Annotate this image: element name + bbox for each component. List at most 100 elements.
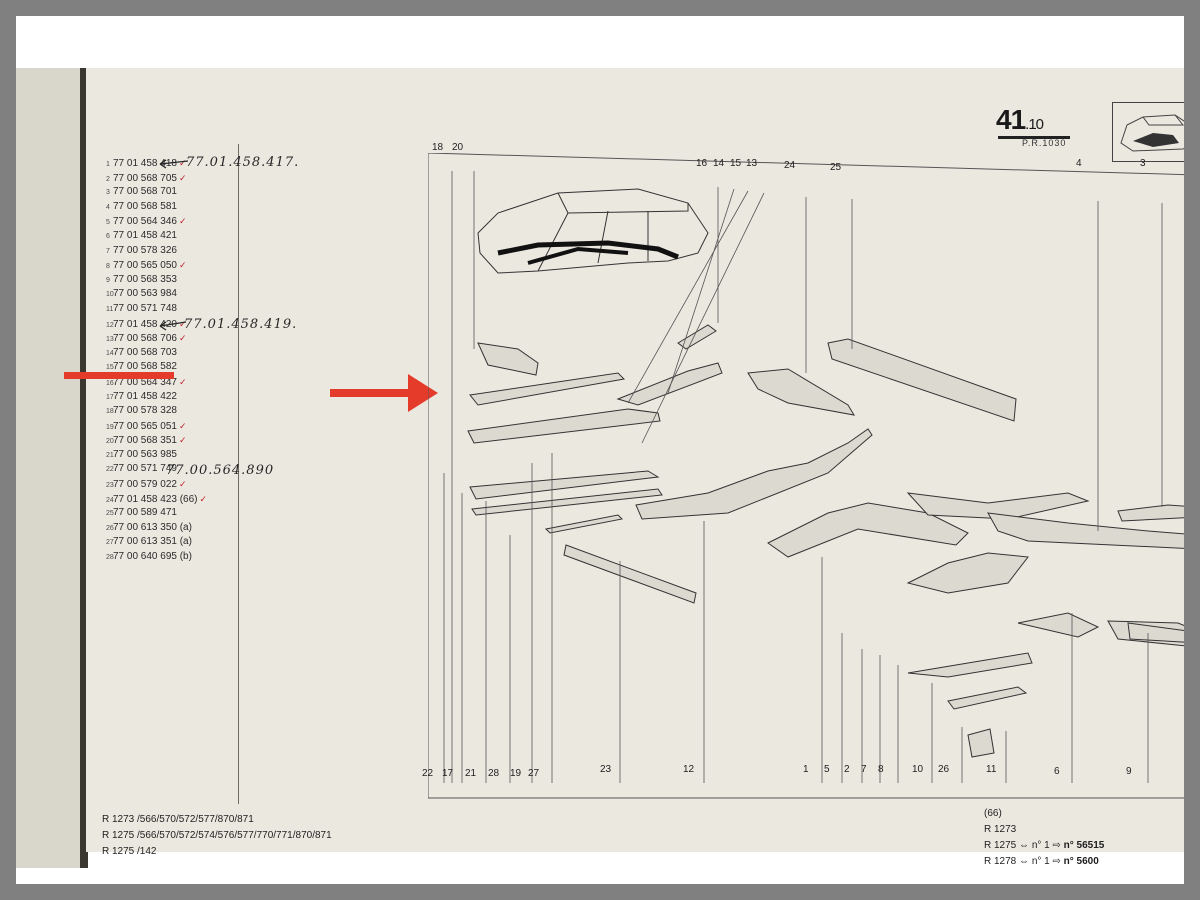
callout-10: 10 [912,764,924,775]
footer-left-table: R 1273 /566/570/572/577/870/871 R 1275 /… [102,812,332,860]
part-index: 14 [106,349,114,357]
callout-5: 5 [824,764,830,775]
part-index: 4 [106,203,110,211]
part-index: 25 [106,510,114,518]
callout-23: 23 [600,764,612,775]
check-mark-icon: ✓ [178,333,187,344]
callout-20: 20 [452,142,464,153]
check-mark-icon: ✓ [178,479,187,490]
part-number: 77 00 568 351 [113,435,177,447]
check-mark-icon: ✓ [178,420,187,431]
spine-edge [80,68,88,868]
part-index: 5 [106,219,110,227]
part-index: 16 [106,379,114,387]
handwritten-arrows [159,159,189,331]
check-mark-icon: ✓ [178,376,187,387]
part-number: 77 00 613 350 (a) [113,521,192,533]
part-index: 12 [106,321,114,329]
part-number: 77 00 568 582 [113,361,177,373]
parts-list-row: 2377 00 579 022✓ [106,477,246,492]
callout-12: 12 [683,764,695,775]
part-number: 77 01 458 422 [113,390,177,402]
part-number: 77 00 568 706 [113,333,177,345]
callout-13: 13 [746,158,758,169]
part-index: 3 [106,189,110,197]
part-number: 77 00 568 703 [113,346,177,358]
parts-list-row: 2577 00 589 471 [106,506,246,521]
part-number: 77 00 564 347 [113,376,177,388]
catalog-page [86,68,1184,852]
handwritten-note-3: 77.00.564.890 [166,463,275,478]
part-index: 20 [106,438,114,446]
parts-list-row: 2777 00 613 351 (a) [106,535,246,550]
footer-left-row: R 1275 /142 [102,846,157,857]
parts-list-row: 1477 00 568 703 [106,346,246,361]
part-index: 18 [106,408,114,416]
check-mark-icon: ✓ [178,260,187,271]
check-mark-icon: ✓ [199,493,208,504]
part-number: 77 00 579 022 [113,479,177,491]
part-index: 27 [106,539,114,547]
part-number: 77 00 568 705 [113,172,177,184]
red-arrow-icon [330,374,438,412]
parts-list-row: 2077 00 568 351✓ [106,433,246,448]
car-body-illustration [477,188,709,274]
parts-list-row: 2477 01 458 423 (66)✓ [106,492,246,507]
parts-list-row: 1277 01 458 420✓ [106,317,246,332]
part-number: 77 00 568 353 [113,273,177,285]
part-number: 77 00 613 351 (a) [113,536,192,548]
parts-list-row: 1577 00 568 582 [106,360,246,375]
check-mark-icon: ✓ [178,172,187,183]
part-number: 77 00 565 051 [113,420,177,432]
part-number: 77 00 564 346 [113,216,177,228]
callout-15: 15 [730,158,742,169]
footer-right-row: R 1278 ⇔ n° 1 ⇨ n° 5600 [984,856,1099,867]
part-index: 19 [106,423,114,431]
callout-18: 18 [432,142,444,153]
callout-3: 3 [1140,158,1146,169]
callout-8: 8 [878,764,884,775]
parts-list-row: 2277 00 571 749 [106,462,246,477]
part-number: 77 00 565 050 [113,260,177,272]
part-index: 1 [106,161,110,168]
parts-list-row: 2677 00 613 350 (a) [106,521,246,536]
parts-list-row: 1777 01 458 422 [106,390,246,405]
callout-4: 4 [1076,158,1082,169]
part-index: 6 [106,232,110,240]
callout-6: 6 [1054,766,1060,777]
page-number-underline [998,136,1070,139]
footer-right-row: R 1275 ⇔ n° 1 ⇨ n° 56515 [984,840,1105,851]
parts-list-row: 1077 00 563 984 [106,287,246,302]
handwritten-note-2: 77.01.458.419. [184,317,298,332]
part-index: 2 [106,175,110,183]
part-index: 26 [106,524,114,532]
part-index: 24 [106,496,114,504]
parts-list-row: 2177 00 563 985 [106,448,246,463]
part-index: 15 [106,364,114,372]
vehicle-thumbnail [1112,102,1184,162]
red-highlight-bar [64,372,174,379]
callout-28: 28 [488,768,500,779]
part-number: 77 00 571 748 [113,302,177,314]
parts-list-row: 2877 00 640 695 (b) [106,550,246,565]
part-index: 10 [106,291,114,299]
footer-right-note: (66) [984,808,1002,819]
binder-spine [16,68,88,868]
parts-list-row: 1977 00 565 051✓ [106,419,246,434]
part-number: 77 01 458 423 (66) [113,493,198,505]
part-number: 77 00 589 471 [113,507,177,519]
callout-21: 21 [465,768,477,779]
column-rule [238,144,239,804]
part-number: 77 00 571 749 [113,463,177,475]
parts-list-row: 1377 00 568 706✓ [106,331,246,346]
part-number: 77 01 458 420 [113,318,177,330]
part-index: 17 [106,393,114,401]
